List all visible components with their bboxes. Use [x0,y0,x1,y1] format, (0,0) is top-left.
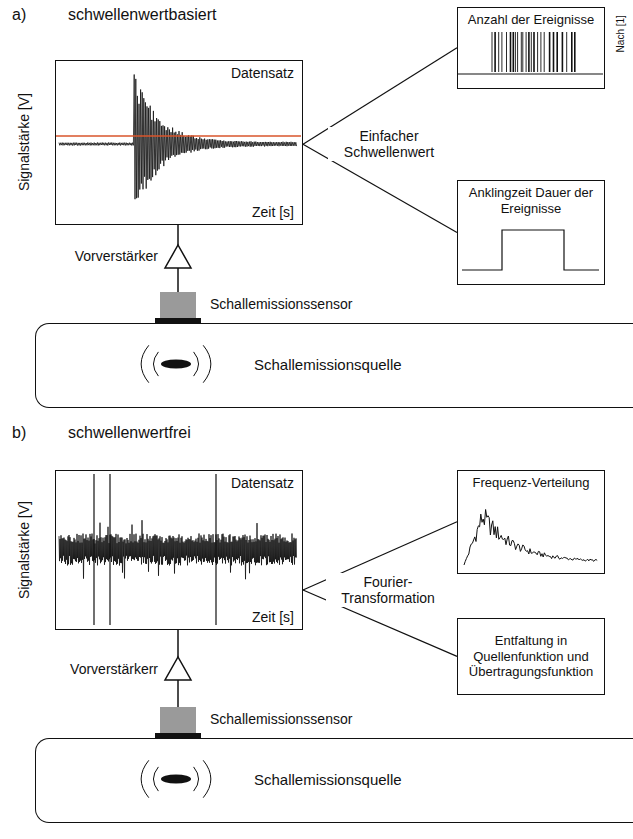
event-bar [517,32,518,72]
sensor-body [160,292,196,319]
event-bar [521,32,522,72]
component-label: Schallemissionssensor [210,711,352,727]
signal-wire [177,630,179,657]
event-bar [574,32,576,72]
signal-trace [59,520,297,579]
event-bar [515,32,516,72]
waveform-plot [56,471,301,628]
component-label: Schallemissionssensor [210,296,352,312]
specimen-pipe: Schallemissionsquelle [35,323,633,408]
panel-title: schwellenwertbasiert [68,6,217,24]
specimen-pipe: Schallemissionsquelle [35,738,633,823]
event-bar [553,32,555,72]
event-bar [526,32,527,72]
burst-spike [109,474,110,625]
spectrum-plot [458,491,603,569]
plot-title: Datensatz [229,65,296,81]
dataset-plot: DatensatzZeit [s] [55,470,303,630]
event-bar [544,32,545,72]
wave-arc [153,767,158,791]
signal-wire [177,680,179,707]
source-label: Schallemissionsquelle [254,356,402,373]
axis-label: Signalstärke [V] [16,67,32,217]
event-bar [492,32,493,72]
event-bar [501,32,502,72]
panel-letter: b) [12,424,26,442]
method-label: Einfacher Schwellenwert [328,127,450,161]
wave-arc [141,760,149,797]
frequency-box: Frequenz-Verteilung [457,470,605,574]
wave-arc [194,767,199,791]
signal-wire [177,225,179,245]
method-label: Fourier-Transformation [326,573,450,607]
event-bar [571,32,573,72]
wave-arc [203,760,211,797]
waveform-plot [56,61,301,223]
preamp-chain-a [155,225,201,323]
amplifier-symbol [165,245,191,268]
event-count-box: Anzahl der Ereignisse [457,7,605,89]
event-bar [537,32,538,72]
amplifier-symbol [165,657,191,680]
box-text: Anklingzeit Dauer der Ereignisse [464,185,598,216]
event-bar [522,32,523,72]
deconvolution-box: Entfaltung in Quellenfunktion und Übertr… [457,618,605,695]
event-bar [556,32,558,72]
emission-source [36,324,236,406]
duration-box: Anklingzeit Dauer der Ereignisse [457,180,605,285]
event-bar [528,32,530,72]
emission-source [36,739,236,821]
sensor-body [160,707,196,734]
component-label: Vorverstärkerr [46,661,158,677]
event-bar [510,32,512,72]
event-bar [533,32,535,72]
threshold-line [56,135,301,137]
event-bar [540,32,541,72]
axis-label: Signalstärke [V] [16,475,32,625]
dataset-plot: DatensatzZeit [s] [55,60,303,225]
pulse-line [462,230,599,270]
axis-label: Zeit [s] [250,609,296,625]
event-bars [458,28,603,84]
box-text: Frequenz-Verteilung [464,475,598,491]
event-bar [494,32,496,72]
wave-arc [141,345,149,382]
panel-title: schwellenwertfrei [68,424,191,442]
wave-arc [203,345,211,382]
wave-arc [194,352,199,376]
burst-spike [215,474,216,625]
panel-letter: a) [12,6,26,24]
box-text: Anzahl der Ereignisse [464,12,598,28]
wave-arc [153,352,158,376]
duration-pulse [458,216,603,280]
event-bar [549,32,551,72]
source-crack [161,360,191,369]
source-note: Nach [1] [615,4,627,64]
event-bar [498,32,499,72]
box-text: Entfaltung in Quellenfunktion und Übertr… [464,623,598,690]
event-bar [531,32,532,72]
source-crack [161,775,191,784]
event-bar [512,32,514,72]
signal-wire [177,268,179,292]
baseline [458,73,603,74]
event-bar [506,32,507,72]
event-bar [566,32,567,72]
burst-spike [93,474,94,625]
preamp-chain-b [155,630,201,738]
source-label: Schallemissionsquelle [254,771,402,788]
plot-title: Datensatz [229,475,296,491]
event-bar [562,32,564,72]
component-label: Vorverstärker [50,248,158,264]
signal-trace [59,75,297,200]
spectrum-trace [464,509,597,565]
axis-label: Zeit [s] [250,204,296,220]
